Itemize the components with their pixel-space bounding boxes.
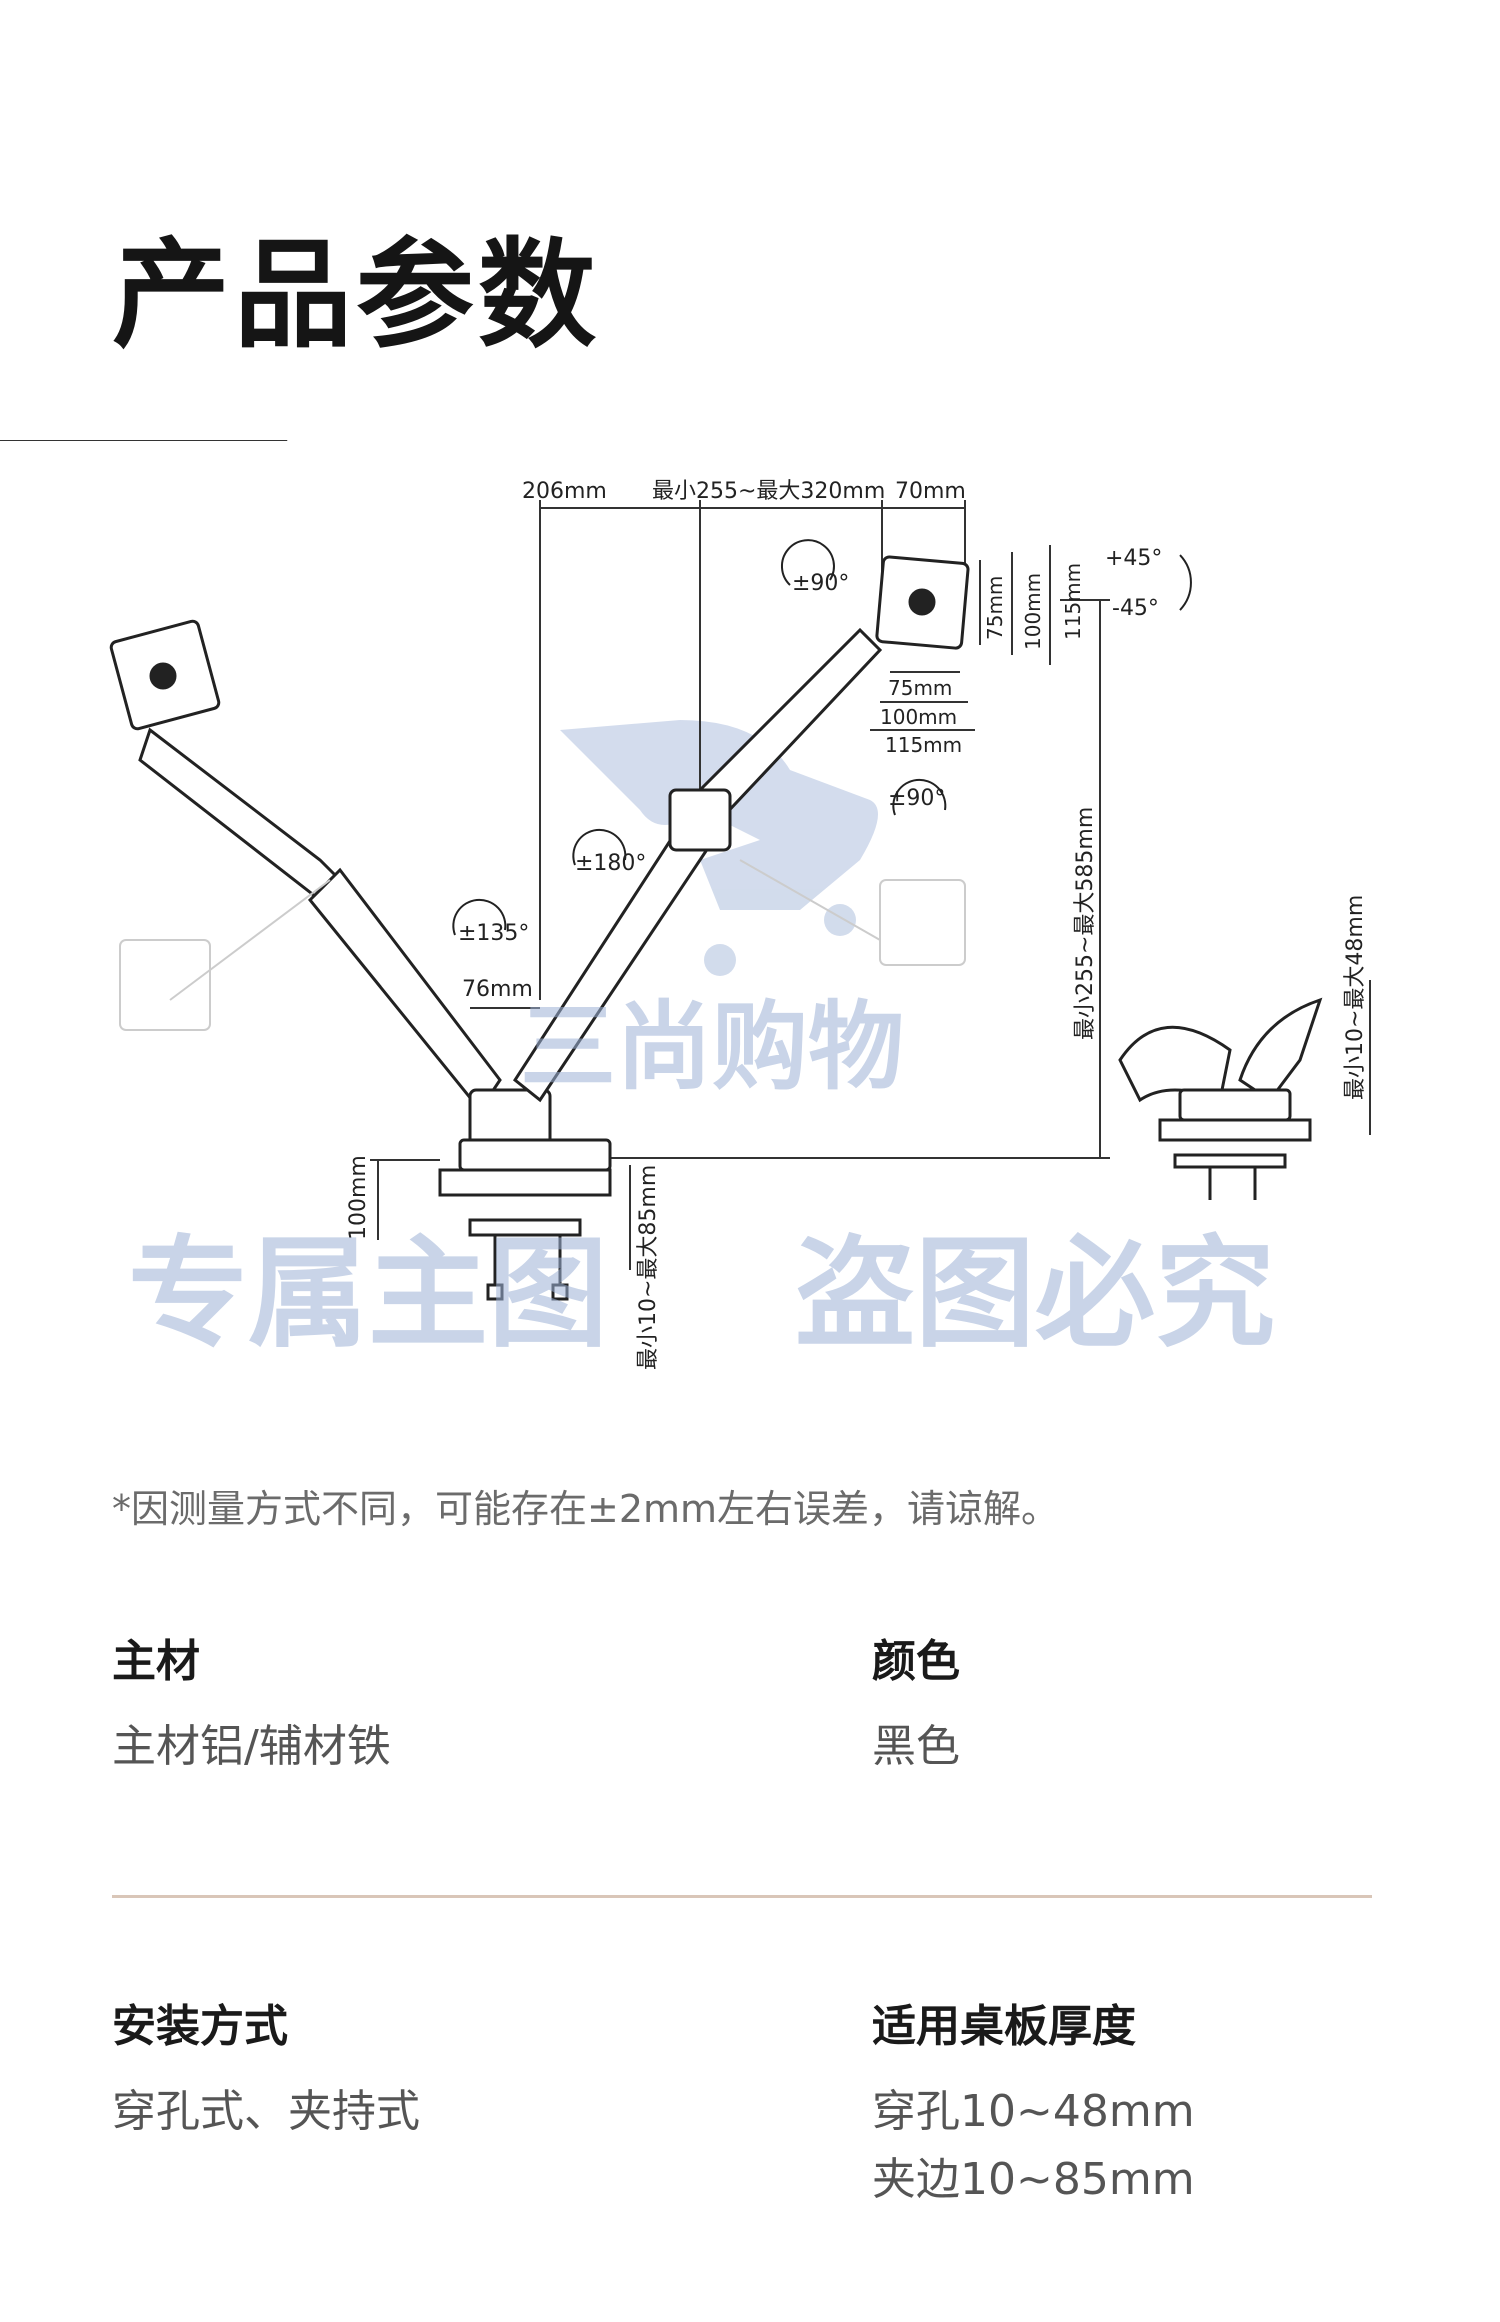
dim-70: 70mm [895, 479, 966, 504]
dim-v115: 115mm [1061, 563, 1085, 640]
base-clamp [438, 1138, 612, 1301]
dim-h115: 115mm [885, 733, 962, 757]
spec-label-desk-thickness: 适用桌板厚度 [872, 2001, 1136, 2052]
dim-tilt-down: -45° [1112, 596, 1159, 621]
dim-rot90b: ±90° [888, 786, 945, 811]
spec-value-installation: 穿孔式、夹持式 [112, 2086, 420, 2137]
dim-height: 最小255~最大585mm [1073, 807, 1098, 1040]
rotation-marks [452, 539, 1192, 936]
right-arm-ghost [739, 859, 966, 966]
spec-value-desk-thickness-grommet: 穿孔10~48mm [872, 2086, 1195, 2137]
left-arm-ghost [119, 879, 331, 1031]
dim-h75: 75mm [888, 676, 952, 700]
dim-76: 76mm [462, 977, 533, 1002]
dim-rot90a: ±90° [792, 571, 849, 596]
left-arm [109, 619, 552, 1152]
dim-h100: 100mm [880, 705, 957, 729]
spec-divider [112, 1895, 1372, 1898]
measurement-note: *因测量方式不同，可能存在±2mm左右误差，请谅解。 [112, 1487, 1060, 1531]
small-clamp [1118, 997, 1323, 1200]
dim-clamp-range: 最小10~最大85mm [636, 1165, 661, 1370]
dim-206: 206mm [522, 479, 607, 504]
dim-v75: 75mm [983, 576, 1007, 640]
spec-label-material: 主材 [112, 1636, 200, 1687]
dim-rot135: ±135° [458, 921, 529, 946]
right-arm [513, 555, 970, 1103]
product-dimension-diagram: 206mm 最小255~最大320mm 70mm ±90° ±90° ±180°… [0, 440, 1371, 1370]
spec-value-desk-thickness-clamp: 夹边10~85mm [872, 2154, 1195, 2205]
watermark-right: 盗图必究 [795, 1225, 1275, 1364]
dim-v100: 100mm [1021, 573, 1045, 650]
dim-rot180: ±180° [575, 851, 646, 876]
spec-value-color: 黑色 [872, 1721, 960, 1772]
dim-clamp-base: 100mm [346, 1155, 371, 1240]
dimension-labels: 206mm 最小255~最大320mm 70mm ±90° ±90° ±180°… [346, 479, 1368, 1370]
dim-grommet-range: 最小10~最大48mm [1343, 895, 1368, 1100]
dim-tilt-up: +45° [1105, 546, 1162, 571]
dim-reach: 最小255~最大320mm [652, 479, 885, 504]
spec-value-material: 主材铝/辅材铁 [112, 1721, 391, 1772]
watermark-logo-text: 三尚购物 [520, 991, 904, 1103]
page-title: 产品参数 [112, 226, 601, 364]
spec-label-color: 颜色 [872, 1636, 960, 1687]
watermark-left: 专属主图 [128, 1225, 608, 1364]
spec-label-installation: 安装方式 [112, 2001, 288, 2052]
